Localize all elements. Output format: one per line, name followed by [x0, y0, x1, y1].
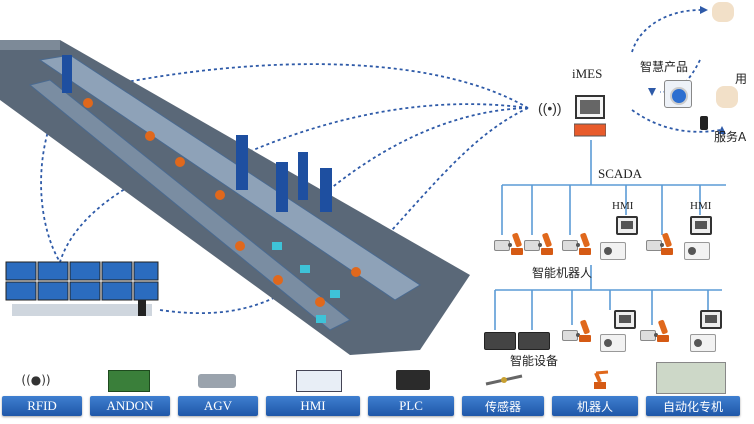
hmi-panel-icon-4: [700, 310, 722, 329]
smart-equipment-label: 智能设备: [510, 354, 559, 368]
camera-icon-3: [562, 240, 580, 251]
automation-machine-icon: [656, 362, 726, 394]
smart-robot-label: 智能机器人: [532, 266, 593, 280]
imes-label: iMES: [572, 66, 603, 81]
camera-icon-4: [646, 240, 664, 251]
user-partial-label: 用: [735, 72, 748, 86]
scada-label: SCADA: [598, 166, 643, 181]
svg-text:((●)): ((●)): [21, 373, 50, 387]
service-app-label: 服务A: [714, 130, 747, 144]
robot-icon-3: [578, 232, 592, 255]
smart-product-label: 智慧产品: [640, 60, 689, 74]
hmi-button: HMI: [266, 396, 360, 416]
imes-server-icon: [573, 94, 607, 138]
robot-button: 机器人: [552, 396, 638, 416]
agv-button: AGV: [178, 396, 258, 416]
camera-icon-6: [640, 330, 658, 341]
agv-icon: [198, 374, 236, 388]
robot-icon-2: [540, 232, 554, 255]
user-person-icon: [716, 86, 738, 108]
hmi-label-1: HMI: [612, 200, 634, 212]
hmi-label-2: HMI: [690, 200, 712, 212]
hmi-panel-icon-2: [690, 216, 712, 235]
equipment-icon-2: [518, 332, 550, 350]
washing-machine-icon: [664, 80, 692, 108]
automation-machine-button: 自动化专机: [646, 396, 740, 416]
robot-icon-4: [660, 232, 674, 255]
rfid-button: RFID: [2, 396, 82, 416]
rfid-icon: ((●)): [14, 370, 58, 390]
hmi-panel-icon-1: [616, 216, 638, 235]
camera-icon-2: [524, 240, 542, 251]
control-room-monitor-wall: [2, 258, 162, 324]
phone-icon: [700, 116, 708, 130]
andon-button: ANDON: [90, 396, 170, 416]
robot-icon-5: [578, 319, 592, 342]
machine-icon-3: [600, 334, 626, 352]
robot-icon-1: [510, 232, 524, 255]
machine-icon-4: [690, 334, 716, 352]
sensor-icon: [484, 370, 524, 390]
andon-board-icon: [108, 370, 150, 392]
camera-icon-5: [562, 330, 580, 341]
machine-icon-1: [600, 242, 626, 260]
hmi-panel-icon: [296, 370, 342, 392]
robot-icon: [586, 370, 612, 390]
factory-production-line: [0, 40, 470, 355]
plc-button: PLC: [368, 396, 454, 416]
equipment-icon-1: [484, 332, 516, 350]
robot-icon-6: [656, 319, 670, 342]
wireless-icon: ((•)): [538, 100, 562, 116]
plc-icon: [396, 370, 430, 390]
delivery-person-icon: [712, 2, 734, 22]
camera-icon-1: [494, 240, 512, 251]
hmi-panel-icon-3: [614, 310, 636, 329]
sensor-button: 传感器: [462, 396, 544, 416]
machine-icon-2: [684, 242, 710, 260]
